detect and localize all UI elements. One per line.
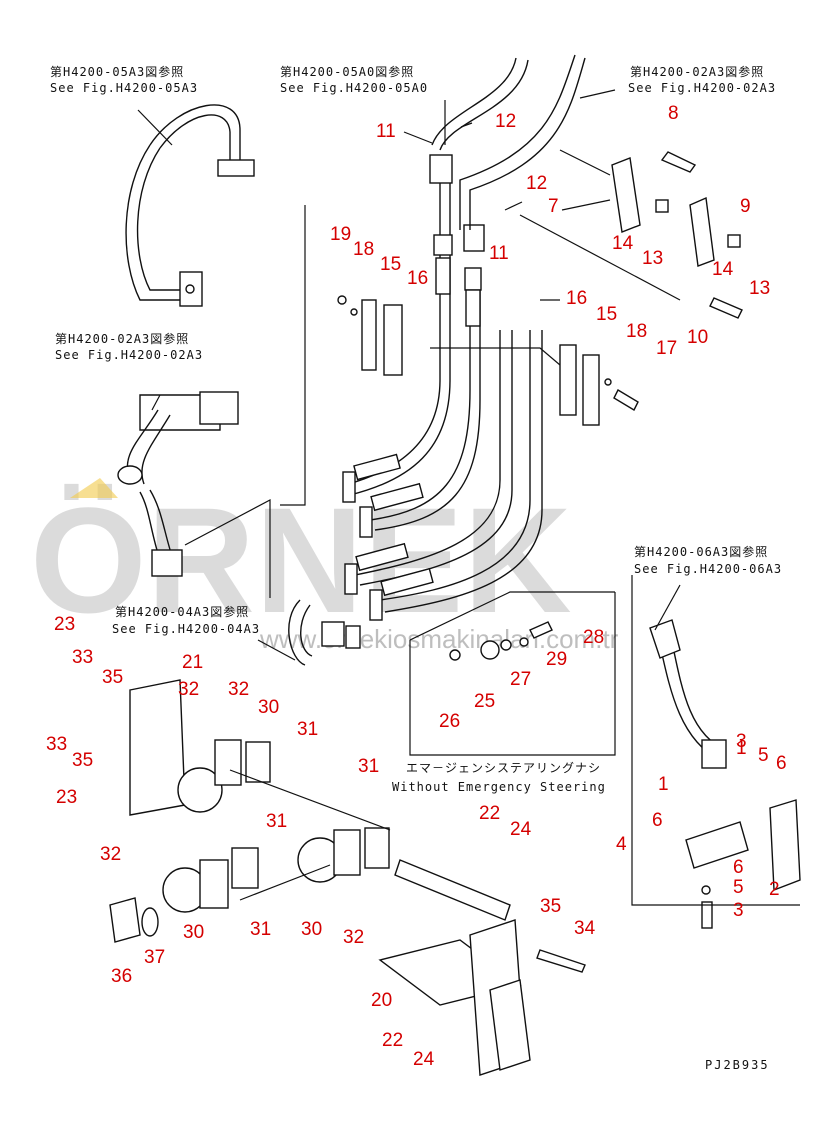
watermark-mark-icon: [70, 478, 118, 498]
callout: 11: [376, 121, 396, 142]
callout: 23: [54, 614, 75, 635]
callout: 15: [380, 254, 401, 275]
callout: 11: [489, 243, 509, 264]
callout: 1: [736, 738, 747, 759]
ref-2-en: See Fig.H4200-05A0: [280, 81, 428, 95]
bracket-assembly-right: [649, 619, 801, 929]
callout: 32: [343, 927, 364, 948]
ref-4-en: See Fig.H4200-02A3: [55, 348, 203, 362]
pipe-top-left: [125, 104, 255, 307]
callout: 30: [183, 922, 204, 943]
watermark-site: www.ornekiosmakinalari.com.tr: [259, 624, 619, 654]
ref-3-en: See Fig.H4200-02A3: [628, 81, 776, 95]
ref-2-jp: 第H4200-05A0図参照: [280, 64, 414, 79]
callout: 1: [658, 774, 669, 795]
callout: 35: [102, 667, 123, 688]
ref-5-en: See Fig.H4200-06A3: [634, 562, 782, 576]
callout: 35: [72, 750, 93, 771]
main-frame: [378, 859, 586, 1076]
callout: 20: [371, 990, 392, 1011]
callout: 12: [526, 173, 547, 194]
callout: 7: [548, 196, 559, 217]
pipe-left-middle: [117, 391, 239, 577]
callout: 33: [72, 647, 93, 668]
callout: 31: [358, 756, 379, 777]
callout: 13: [749, 278, 770, 299]
callout: 12: [495, 111, 516, 132]
callout: 35: [540, 896, 561, 917]
callout: 9: [740, 196, 751, 217]
drawing-code: PJ2B935: [705, 1058, 770, 1072]
clamp-set-right: [559, 344, 639, 426]
callout: 30: [301, 919, 322, 940]
callout: 31: [250, 919, 271, 940]
callout: 5: [733, 877, 744, 898]
callout: 8: [668, 103, 679, 124]
ref-6-en: See Fig.H4200-04A3: [112, 622, 260, 636]
ref-1-jp: 第H4200-05A3図参照: [50, 64, 184, 79]
part-callouts: 1 1 2 3 3 4 5 5 6 6 6 7 8 9 10 11 11 12 …: [46, 103, 787, 1070]
ref-1-en: See Fig.H4200-05A3: [50, 81, 198, 95]
callout: 15: [596, 304, 617, 325]
emergency-note-en: Without Emergency Steering: [392, 780, 606, 794]
callout: 30: [258, 697, 279, 718]
callout: 6: [776, 753, 787, 774]
callout: 14: [712, 259, 734, 280]
callout: 31: [266, 811, 287, 832]
callout: 4: [616, 834, 627, 855]
callout: 22: [382, 1030, 403, 1051]
callout: 31: [297, 719, 318, 740]
callout: 3: [736, 731, 747, 752]
callout: 23: [56, 787, 77, 808]
callout: 32: [178, 679, 199, 700]
callout: 16: [407, 268, 428, 289]
callout: 32: [228, 679, 249, 700]
callout: 6: [652, 810, 663, 831]
ref-3-jp: 第H4200-02A3図参照: [630, 64, 764, 79]
callout: 21: [182, 652, 203, 673]
ref-4-jp: 第H4200-02A3図参照: [55, 331, 189, 346]
leader-lines: [137, 89, 800, 906]
callout: 16: [566, 288, 587, 309]
callout: 13: [642, 248, 663, 269]
ref-5-jp: 第H4200-06A3図参照: [634, 544, 768, 559]
emergency-note-jp: エマ－ジェンシステアリングナシ: [406, 761, 601, 775]
callout: 19: [330, 224, 351, 245]
callout: 27: [510, 669, 531, 690]
callout: 24: [413, 1049, 435, 1070]
callout: 6: [733, 857, 744, 878]
callout: 2: [769, 879, 780, 900]
watermark-brand: ÖRNEK: [30, 476, 572, 644]
callout: 25: [474, 691, 495, 712]
brackets-top-right: [611, 151, 743, 319]
callout: 18: [353, 239, 374, 260]
watermark: ÖRNEK www.ornekiosmakinalari.com.tr: [30, 476, 619, 654]
callout: 34: [574, 918, 596, 939]
ref-6-jp: 第H4200-04A3図参照: [115, 604, 249, 619]
callout: 17: [656, 338, 677, 359]
callout: 3: [733, 900, 744, 921]
callout: 24: [510, 819, 532, 840]
pipes-top-right: [431, 54, 586, 230]
callout: 33: [46, 734, 67, 755]
callout: 10: [687, 327, 708, 348]
callout: 37: [144, 947, 165, 968]
callout: 29: [546, 649, 567, 670]
callout: 5: [758, 745, 769, 766]
callout: 36: [111, 966, 132, 987]
valve-bracket-left: [109, 679, 390, 943]
callout: 28: [583, 627, 604, 648]
callout: 18: [626, 321, 647, 342]
callout: 32: [100, 844, 121, 865]
clamp-set-left: [337, 295, 403, 376]
hoses-center: [342, 154, 543, 621]
callout: 26: [439, 711, 460, 732]
callout: 22: [479, 803, 500, 824]
reference-labels: 第H4200-05A3図参照 See Fig.H4200-05A3 第H4200…: [50, 64, 782, 1072]
callout: 14: [612, 233, 634, 254]
emergency-pipe: [288, 599, 553, 666]
